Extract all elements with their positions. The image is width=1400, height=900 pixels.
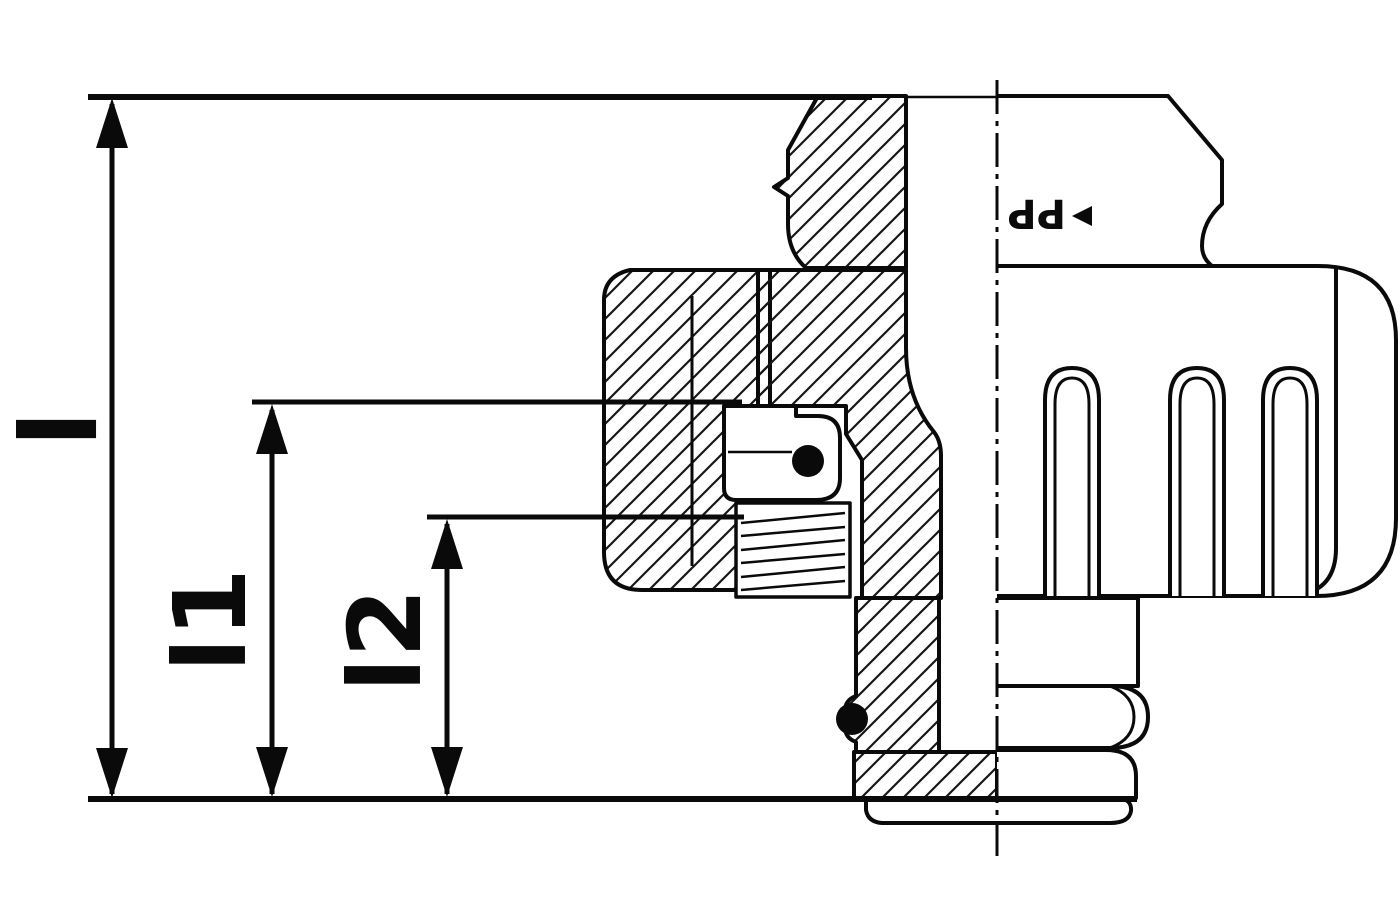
dimension-label-l2: l2 (327, 588, 444, 692)
arrow-down-icon (96, 748, 128, 798)
flange-section (852, 750, 999, 800)
arrow-up-icon (431, 519, 463, 569)
grip-slot-inner (1053, 376, 1091, 596)
grip-slot (1261, 366, 1319, 596)
arrow-down-icon (431, 747, 463, 797)
thread-lines (740, 511, 846, 592)
dimension-l2: l2 (327, 519, 463, 797)
union-nut-section (602, 268, 772, 592)
arrow-down-icon (256, 747, 288, 797)
dimensions: l l1 l2 (0, 94, 1137, 802)
collar-inner-arc (1109, 684, 1136, 750)
pp-material-label: PP (1007, 190, 1066, 236)
pp-material-mark: PP (1007, 190, 1092, 236)
dimension-label-l1: l1 (152, 568, 269, 672)
pp-arrow-icon (1072, 206, 1092, 226)
grip-slot (1168, 366, 1226, 596)
fitting-drawing: PP (602, 94, 1398, 825)
arrow-up-icon (96, 98, 128, 148)
dimension-l: l (0, 98, 128, 798)
arrow-up-icon (256, 404, 288, 454)
collar-external (997, 684, 1150, 750)
dimension-label-l: l (0, 411, 121, 447)
body-upper-section (772, 94, 908, 270)
stem-external (997, 596, 1140, 688)
flange-external (997, 748, 1138, 800)
grip-slot-inner (1178, 376, 1216, 596)
body-upper-external (997, 94, 1224, 268)
grip-slot-inner (1271, 376, 1309, 596)
o-ring-lower (836, 703, 868, 735)
dimension-l1: l1 (152, 404, 288, 797)
grip-slot (1043, 366, 1101, 596)
o-ring-upper (792, 445, 824, 477)
grip-slots (1043, 366, 1319, 596)
